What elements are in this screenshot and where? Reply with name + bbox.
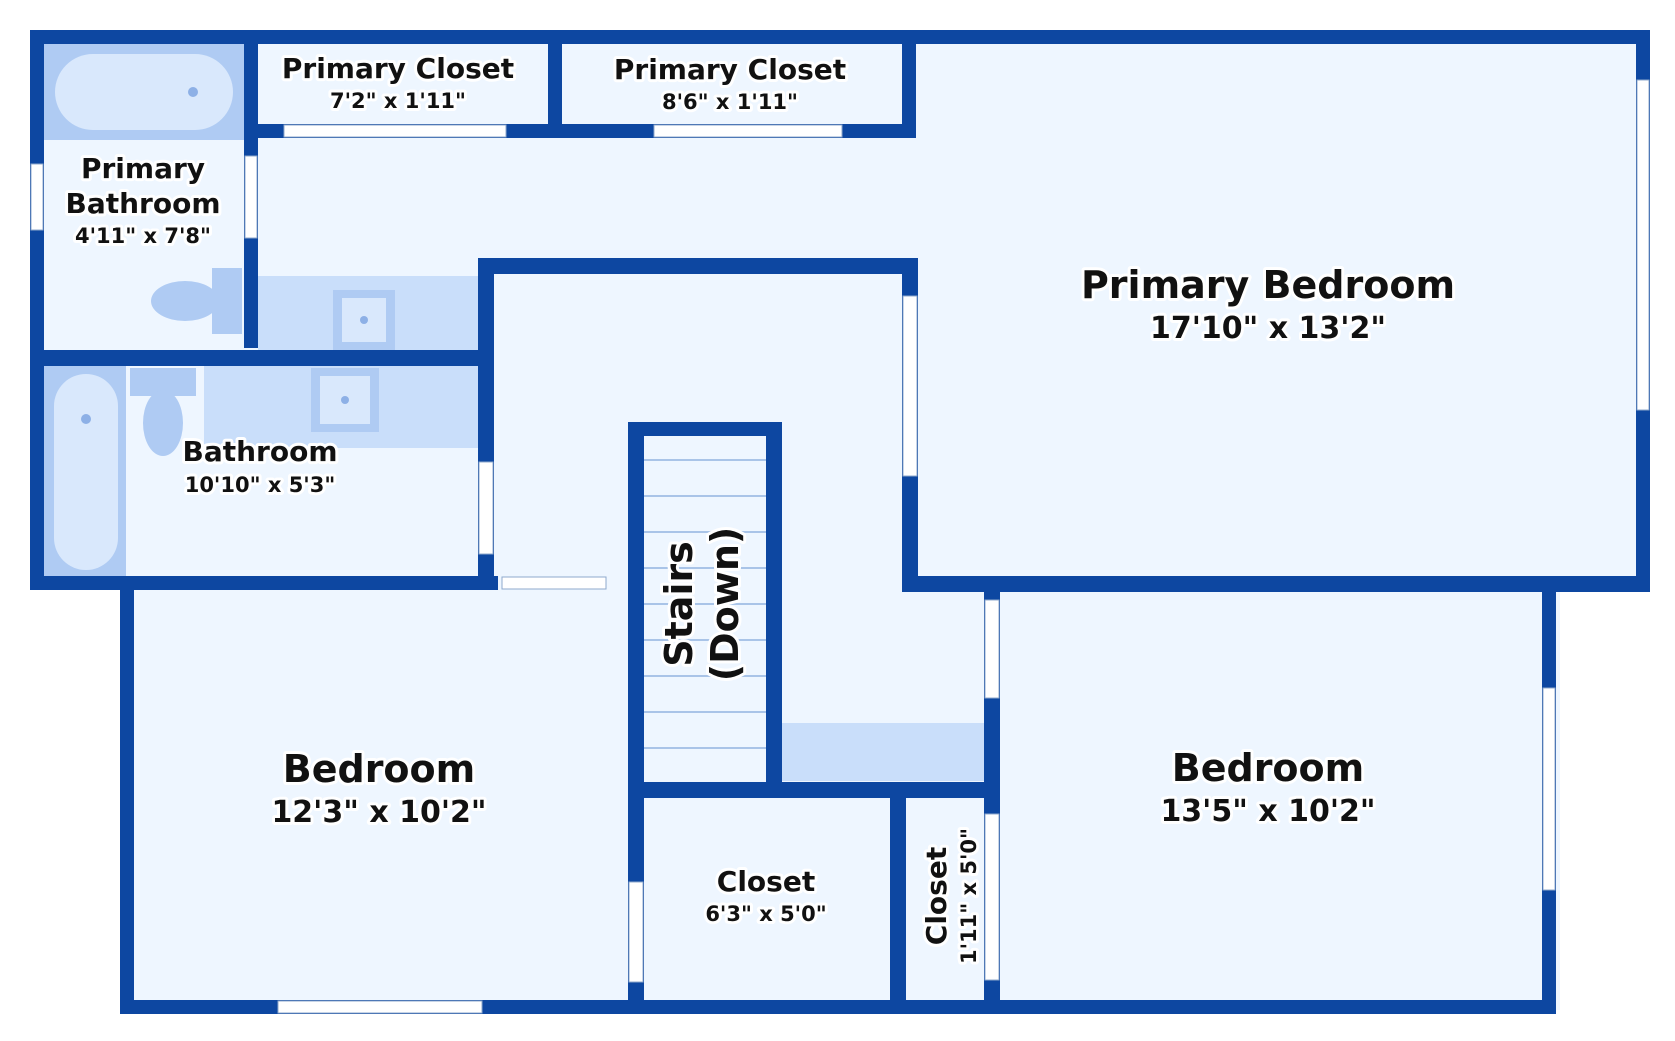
primary-bedroom-name: Primary Bedroom bbox=[1081, 263, 1455, 307]
fixtures bbox=[44, 44, 988, 781]
closet-narrow-label: Closet 1'11" x 5'0" bbox=[917, 825, 984, 967]
door-primary-bathroom bbox=[244, 155, 258, 239]
window-primary-bedroom bbox=[1636, 79, 1650, 411]
bedroom-right-name: Bedroom bbox=[1172, 746, 1365, 790]
door-primary-closet-2 bbox=[653, 124, 843, 138]
primary-bathroom-dims: 4'11" x 7'8" bbox=[75, 224, 211, 248]
bedroom-right-dims: 13'5" x 10'2" bbox=[1160, 794, 1375, 829]
door-primary-closet-1 bbox=[283, 124, 507, 138]
sink-drain-primary bbox=[360, 316, 368, 324]
door-closet-center bbox=[628, 881, 644, 983]
tub-drain-icon bbox=[188, 87, 198, 97]
bathroom-name: Bathroom bbox=[182, 435, 337, 468]
primary-bathroom-name-line1: Primary bbox=[81, 152, 205, 185]
door-bedroom-left bbox=[501, 576, 607, 590]
primary-closet-2-name: Primary Closet bbox=[614, 53, 846, 86]
window-bedroom-left bbox=[277, 1000, 483, 1014]
bedroom-left-dims: 12'3" x 10'2" bbox=[271, 795, 486, 830]
door-bedroom-right bbox=[984, 599, 1000, 699]
primary-closet-1-dims: 7'2" x 1'11" bbox=[330, 89, 466, 113]
bathtub-primary-icon bbox=[55, 54, 233, 130]
sink-drain bbox=[341, 396, 349, 404]
stairs-label-line2: (Down) bbox=[703, 527, 747, 682]
window-bedroom-right bbox=[1542, 687, 1556, 891]
window-primary-bathroom bbox=[30, 163, 44, 231]
closet-center-dims: 6'3" x 5'0" bbox=[705, 902, 826, 926]
tub-drain-2-icon bbox=[81, 414, 91, 424]
hall-linen-shelf bbox=[780, 723, 988, 781]
toilet-bowl-icon bbox=[143, 390, 183, 456]
stairs-treads bbox=[642, 459, 766, 749]
door-bathroom bbox=[478, 461, 494, 555]
door-closet-narrow bbox=[984, 813, 1000, 981]
bedroom-left-name: Bedroom bbox=[283, 747, 476, 791]
primary-closet-1-name: Primary Closet bbox=[282, 52, 514, 85]
primary-bedroom-dims: 17'10" x 13'2" bbox=[1150, 311, 1386, 346]
bathroom-dims: 10'10" x 5'3" bbox=[185, 473, 336, 497]
primary-closet-2-dims: 8'6" x 1'11" bbox=[662, 90, 798, 114]
toilet-bowl-primary-icon bbox=[151, 281, 219, 321]
closet-narrow-dims: 1'11" x 5'0" bbox=[957, 828, 981, 964]
stairs-label-line1: Stairs bbox=[657, 541, 701, 667]
floor-areas bbox=[30, 30, 1650, 1010]
room-labels: Primary Bedroom 17'10" x 13'2" Primary C… bbox=[62, 49, 1458, 967]
closet-narrow-name: Closet bbox=[920, 847, 953, 945]
closet-center-name: Closet bbox=[717, 865, 815, 898]
door-primary-bedroom bbox=[902, 295, 918, 477]
openings bbox=[30, 79, 1650, 1014]
stairs-label: Stairs (Down) bbox=[654, 524, 750, 685]
bathtub-icon bbox=[54, 374, 118, 570]
primary-bathroom-name-line2: Bathroom bbox=[65, 187, 220, 220]
